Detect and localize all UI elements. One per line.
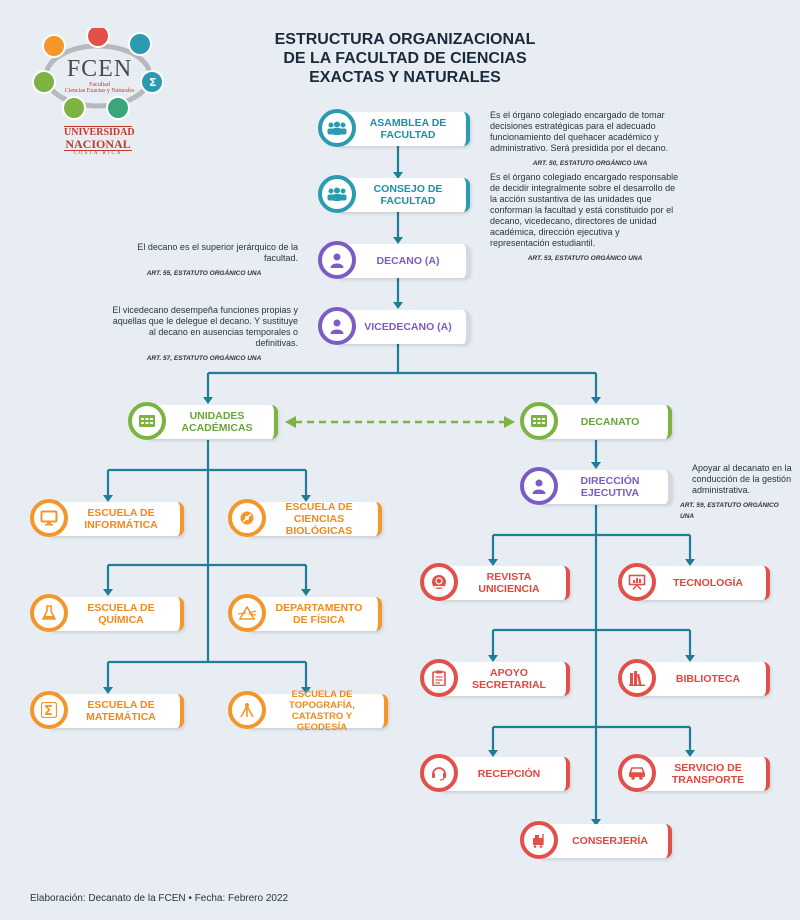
- node-direccion-ejecutiva: DIRECCIÓN EJECUTIVA: [520, 467, 672, 505]
- node-escuela-informatica: ESCUELA DE INFORMÁTICA: [30, 499, 184, 537]
- node-decanato: DECANATO: [520, 402, 672, 440]
- description-ref: ART. 55, ESTATUTO ORGÁNICO UNA: [146, 270, 262, 277]
- node-revista-uniciencia: REVISTA UNICIENCIA: [420, 563, 570, 601]
- headset-icon: [420, 754, 458, 792]
- node-label: UNIDADES ACADÉMICAS: [181, 410, 253, 434]
- description-text: El vicedecano desempeña funciones propia…: [112, 305, 298, 348]
- node-label: SERVICIO DE TRANSPORTE: [671, 762, 745, 786]
- fcen-logo: Σ FCEN Facultad Ciencias Exactas y Natur…: [30, 24, 170, 163]
- description-text: El decano es el superior jerárquico de l…: [137, 242, 298, 263]
- logo-university-line2: NACIONAL: [65, 137, 131, 151]
- node-label: CONSEJO DE FACULTAD: [373, 183, 443, 207]
- logo-faculty-line1: Facultad: [89, 82, 110, 88]
- leaf-icon: [228, 499, 266, 537]
- journal-logo-icon: [420, 563, 458, 601]
- description-text: Apoyar al decanato en la conducción de l…: [692, 463, 792, 495]
- svg-text:Σ: Σ: [149, 76, 157, 89]
- node-escuela-topografia: ESCUELA DE TOPOGRAFÍA, CATASTRO Y GEODES…: [228, 689, 388, 733]
- compass-icon: [228, 691, 266, 729]
- description-ref: ART. 59, ESTATUTO ORGÁNICO UNA: [680, 502, 779, 520]
- description-ref: ART. 50, ESTATUTO ORGÁNICO UNA: [532, 160, 648, 167]
- node-label: BIBLIOTECA: [675, 673, 741, 685]
- logo-university-line1: UNIVERSIDAD: [64, 126, 135, 138]
- node-label: ESCUELA DE CIENCIAS BIOLÓGICAS: [285, 501, 353, 537]
- building-icon: [128, 402, 166, 440]
- prism-icon: [228, 594, 266, 632]
- node-label: ESCUELA DE QUÍMICA: [87, 602, 155, 626]
- node-label: ASAMBLEA DE FACULTAD: [369, 117, 447, 141]
- page-title: ESTRUCTURA ORGANIZACIONAL DE LA FACULTAD…: [255, 30, 555, 87]
- footer-credit: Elaboración: Decanato de la FCEN • Fecha…: [30, 893, 289, 904]
- title-line-2: DE LA FACULTAD DE CIENCIAS: [283, 50, 527, 67]
- description-text: Es el órgano colegiado encargado de toma…: [490, 110, 669, 153]
- description-direccion: Apoyar al decanato en la conducción de l…: [680, 463, 792, 522]
- node-consejo: CONSEJO DE FACULTAD: [318, 175, 470, 213]
- node-label: DECANO (A): [376, 255, 440, 267]
- node-label: DIRECCIÓN EJECUTIVA: [580, 475, 640, 499]
- person-icon: [520, 467, 558, 505]
- people-group-icon: [318, 109, 356, 147]
- node-label: CONSERJERÍA: [572, 835, 648, 847]
- description-decano: El decano es el superior jerárquico de l…: [110, 242, 298, 279]
- logo-ring-icon: Σ: [32, 24, 164, 120]
- description-text: Es el órgano colegiado encargado respons…: [490, 172, 679, 248]
- logo-acronym: FCEN: [66, 56, 133, 82]
- node-escuela-quimica: ESCUELA DE QUÍMICA: [30, 594, 184, 632]
- car-icon: [618, 754, 656, 792]
- cleaning-cart-icon: [520, 821, 558, 859]
- books-icon: [618, 659, 656, 697]
- node-label: ESCUELA DE MATEMÁTICA: [86, 699, 156, 723]
- node-label: ESCUELA DE TOPOGRAFÍA, CATASTRO Y GEODES…: [289, 689, 355, 733]
- sigma-icon: Σ: [30, 691, 68, 729]
- node-servicio-transporte: SERVICIO DE TRANSPORTE: [618, 754, 770, 792]
- node-label: ESCUELA DE INFORMÁTICA: [84, 507, 158, 531]
- logo-faculty-line2: Ciencias Exactas y Naturales: [64, 88, 135, 94]
- person-icon: [318, 307, 356, 345]
- people-group-icon: [318, 175, 356, 213]
- node-label: RECEPCIÓN: [477, 768, 541, 780]
- node-biblioteca: BIBLIOTECA: [618, 659, 770, 697]
- monitor-icon: [30, 499, 68, 537]
- description-ref: ART. 53, ESTATUTO ORGÁNICO UNA: [527, 255, 643, 262]
- node-recepcion: RECEPCIÓN: [420, 754, 570, 792]
- node-decano: DECANO (A): [318, 241, 470, 279]
- description-consejo: Es el órgano colegiado encargado respons…: [490, 172, 680, 264]
- clipboard-icon: [420, 659, 458, 697]
- description-asamblea: Es el órgano colegiado encargado de toma…: [490, 110, 690, 169]
- title-line-1: ESTRUCTURA ORGANIZACIONAL: [274, 31, 536, 48]
- building-icon: [520, 402, 558, 440]
- description-ref: ART. 57, ESTATUTO ORGÁNICO UNA: [146, 355, 262, 362]
- node-escuela-matematica: Σ ESCUELA DE MATEMÁTICA: [30, 691, 184, 729]
- node-conserjeria: CONSERJERÍA: [520, 821, 672, 859]
- node-departamento-fisica: DEPARTAMENTO DE FÍSICA: [228, 594, 382, 632]
- person-icon: [318, 241, 356, 279]
- title-line-3: EXACTAS Y NATURALES: [309, 69, 501, 86]
- flask-icon: [30, 594, 68, 632]
- logo-country: COSTA RICA: [64, 150, 132, 156]
- node-tecnologia: TECNOLOGÍA: [618, 563, 770, 601]
- node-vicedecano: VICEDECANO (A): [318, 307, 470, 345]
- node-label: TECNOLOGÍA: [673, 577, 743, 589]
- node-label: REVISTA UNICIENCIA: [478, 571, 540, 595]
- description-vicedecano: El vicedecano desempeña funciones propia…: [110, 305, 298, 364]
- node-apoyo-secretarial: APOYO SECRETARIAL: [420, 659, 570, 697]
- node-escuela-ciencias-biologicas: ESCUELA DE CIENCIAS BIOLÓGICAS: [228, 499, 382, 537]
- node-asamblea: ASAMBLEA DE FACULTAD: [318, 109, 470, 147]
- presentation-chart-icon: [618, 563, 656, 601]
- node-label: DECANATO: [580, 416, 640, 428]
- node-unidades-academicas: UNIDADES ACADÉMICAS: [128, 402, 278, 440]
- node-label: VICEDECANO (A): [364, 321, 452, 333]
- node-label: APOYO SECRETARIAL: [472, 667, 546, 691]
- svg-text:Σ: Σ: [44, 704, 53, 718]
- node-label: DEPARTAMENTO DE FÍSICA: [275, 602, 363, 626]
